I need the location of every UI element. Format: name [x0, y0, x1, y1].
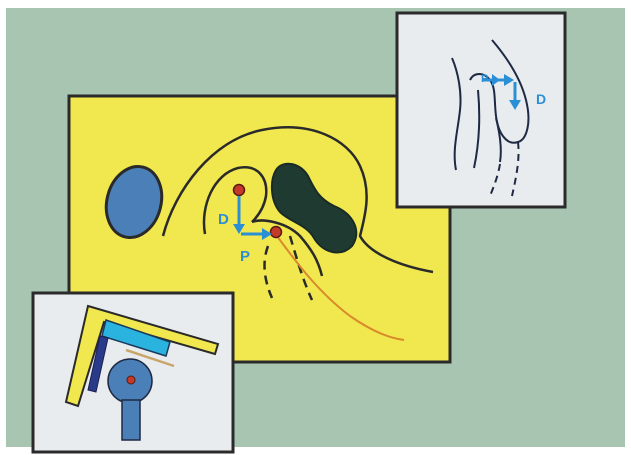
inset-red-dot [127, 376, 135, 384]
label-main-p: P [240, 248, 250, 265]
inset-bottom-left [33, 293, 233, 452]
label-inset-d: D [536, 91, 546, 107]
blue-joint-stem [122, 400, 140, 440]
red-dot-lower [271, 227, 282, 238]
red-dot-upper [234, 185, 245, 196]
label-main-d: D [218, 211, 229, 228]
label-inset-p: P [481, 73, 488, 85]
inset-top-right: P D [397, 13, 565, 207]
inset-top-right-frame [397, 13, 565, 207]
